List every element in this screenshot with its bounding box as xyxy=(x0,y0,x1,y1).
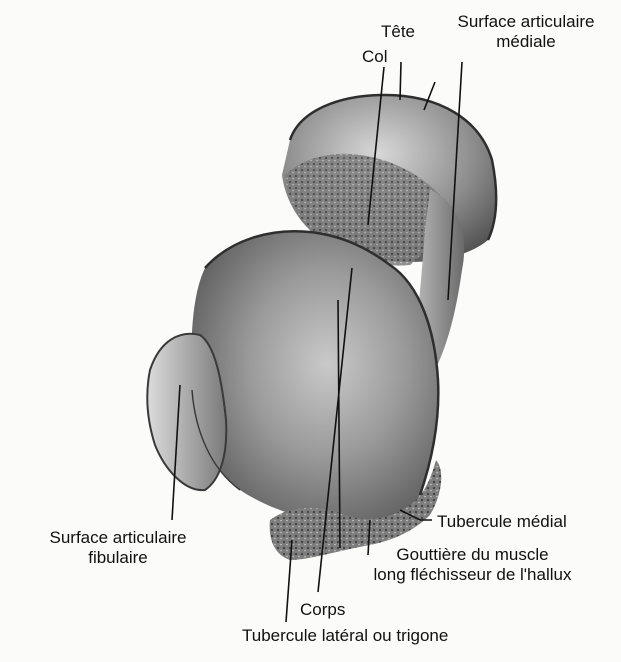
label-tubercule-medial: Tubercule médial xyxy=(437,512,567,532)
label-surface-articulaire-fibulaire-line1: Surface articulaire xyxy=(28,528,208,548)
label-tubercule-lateral: Tubercule latéral ou trigone xyxy=(242,626,448,646)
label-surface-articulaire-mediale-line1: Surface articulaire xyxy=(436,12,616,32)
label-surface-articulaire-fibulaire: Surface articulaire fibulaire xyxy=(28,528,208,568)
label-gouttiere: Gouttière du muscle long fléchisseur de … xyxy=(345,545,600,585)
label-surface-articulaire-fibulaire-line2: fibulaire xyxy=(28,548,208,568)
label-gouttiere-line2: long fléchisseur de l'hallux xyxy=(345,565,600,585)
label-col: Col xyxy=(362,47,388,67)
label-surface-articulaire-mediale-line2: médiale xyxy=(436,32,616,52)
label-gouttiere-line1: Gouttière du muscle xyxy=(345,545,600,565)
label-corps: Corps xyxy=(300,600,345,620)
label-surface-articulaire-mediale: Surface articulaire médiale xyxy=(436,12,616,52)
label-tete: Tête xyxy=(381,22,415,42)
